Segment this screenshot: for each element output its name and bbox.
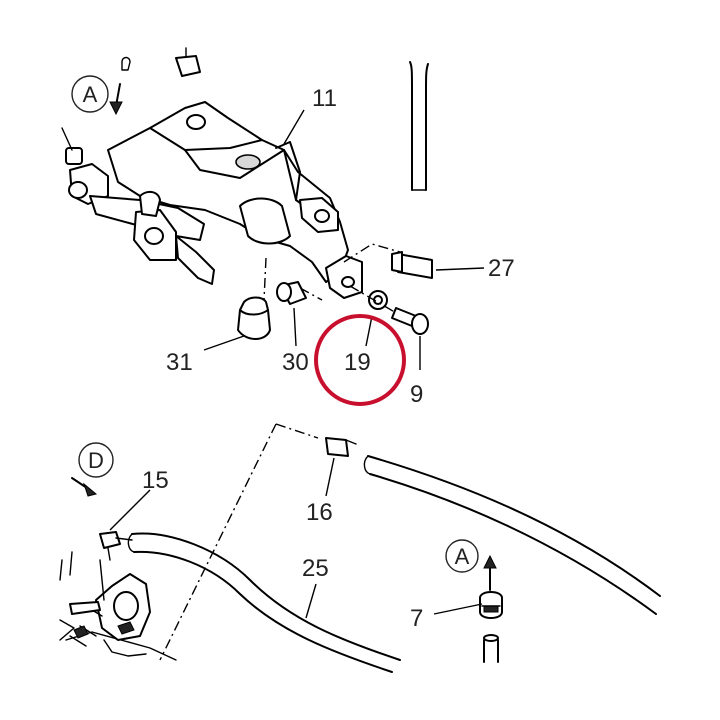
label-25: 25: [302, 555, 329, 582]
connector-27: [343, 243, 433, 279]
routing-line-long: [159, 423, 277, 661]
view-arrow-a-bottom: [483, 554, 497, 591]
view-ref-d-circle: [78, 442, 114, 478]
view-ref-d: D: [88, 448, 104, 473]
label-16: 16: [306, 499, 333, 526]
view-ref-a-top-circle: [71, 75, 109, 113]
label-9: 9: [410, 381, 423, 408]
vertical-hose: [409, 61, 429, 191]
bolt-9: [349, 285, 429, 335]
bumper-31: [237, 257, 271, 340]
short-hose: [483, 634, 499, 663]
label-7: 7: [410, 605, 423, 632]
washer-19: [368, 290, 388, 310]
lower-left-mechanism: [59, 551, 177, 661]
leader-27: [435, 267, 485, 271]
label-19: 19: [344, 349, 371, 376]
label-11: 11: [312, 85, 337, 112]
routing-line-16: [275, 423, 319, 439]
clamp-7: [479, 591, 503, 619]
label-15: 15: [142, 467, 169, 494]
clip-15: [99, 531, 133, 561]
view-arrow-a-top: [109, 83, 123, 116]
leader-19: [365, 315, 373, 347]
leader-31: [203, 335, 245, 351]
label-30: 30: [282, 349, 309, 376]
bushing-30: [276, 281, 323, 305]
leader-11: [283, 109, 305, 145]
leader-7: [433, 603, 483, 615]
hose-25: [127, 532, 401, 673]
label-27: 27: [488, 255, 515, 282]
view-ref-a-bottom-circle: [445, 539, 479, 573]
hose-long-right: [363, 455, 661, 615]
label-31: 31: [166, 349, 193, 376]
view-ref-a-top: A: [83, 82, 98, 107]
leader-25: [305, 583, 317, 619]
leader-16: [325, 457, 335, 497]
leader-30: [293, 307, 297, 347]
clip-16: [325, 437, 357, 457]
view-arrow-d: [71, 477, 98, 497]
view-ref-a-bottom: A: [455, 544, 470, 569]
leader-15: [109, 489, 151, 531]
highlight-circle-19: [314, 314, 406, 406]
